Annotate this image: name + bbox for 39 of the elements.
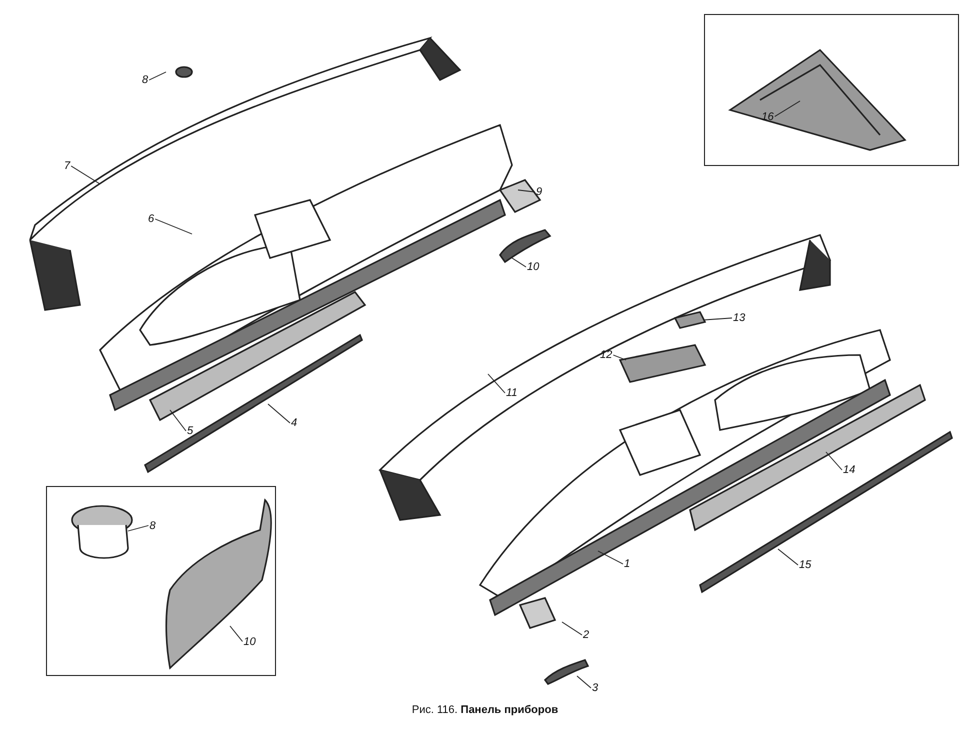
leader-line	[576, 676, 592, 688]
callout-number: 14	[843, 464, 856, 476]
callout-number: 6	[148, 213, 154, 225]
callout-number: 3	[592, 682, 598, 694]
leader-line	[512, 258, 526, 268]
callout-number: 4	[291, 417, 298, 429]
callout-number: 15	[799, 559, 812, 571]
leader-line	[562, 622, 582, 636]
leader-line	[702, 318, 732, 320]
callout-number: 2	[583, 629, 590, 641]
callout-number: 7	[64, 160, 70, 172]
callout-number: 11	[506, 387, 518, 399]
leader-line	[154, 218, 192, 234]
callout-number: 10	[244, 636, 256, 648]
leader-line	[488, 374, 506, 394]
callout-number: 9	[536, 186, 542, 198]
leader-line	[518, 190, 536, 192]
leader-line	[778, 548, 798, 566]
leader-line	[774, 100, 800, 117]
inset-frame	[46, 486, 276, 676]
leader-line	[170, 410, 186, 432]
leader-line	[826, 452, 842, 470]
callout-number: 16	[762, 110, 774, 122]
callout-number: 5	[187, 425, 194, 437]
callout-number: 8	[142, 74, 148, 86]
leader-line	[148, 72, 166, 80]
leader-line	[230, 626, 243, 642]
leader-line	[612, 354, 626, 360]
callout-number: 13	[733, 312, 746, 324]
figure-caption: Рис. 116. Панель приборов	[412, 704, 558, 716]
callout-number: 10	[527, 261, 540, 273]
callout-number: 8	[150, 520, 156, 532]
inset-frame	[704, 14, 959, 166]
leader-line	[128, 525, 149, 532]
leader-line	[598, 550, 624, 564]
callout-number: 12	[600, 349, 612, 361]
leader-line	[70, 166, 100, 184]
leader-line	[268, 404, 290, 424]
callout-number: 1	[624, 558, 630, 570]
